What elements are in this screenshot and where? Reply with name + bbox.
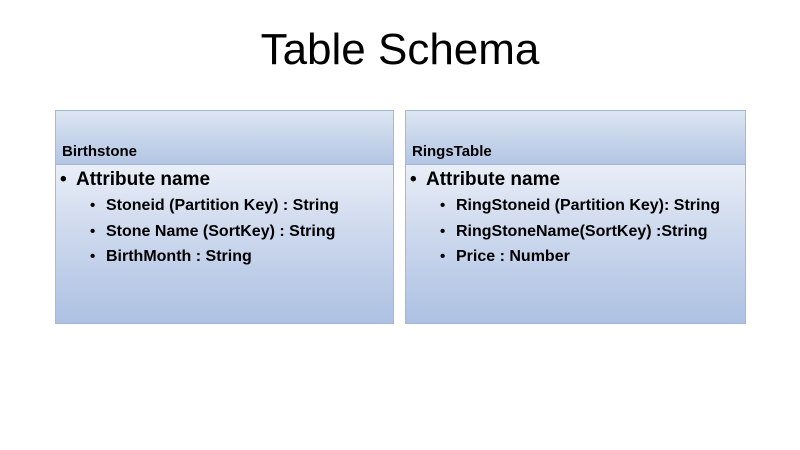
attribute-item: • RingStoneName(SortKey) :String [440,223,745,249]
bullet-icon: • [440,197,446,214]
bullet-icon: • [440,248,446,265]
attribute-heading: Attribute name [426,169,561,190]
table-header: Birthstone [56,111,393,165]
bullet-icon: • [410,169,417,190]
attribute-list: • Stoneid (Partition Key) : String • Sto… [56,197,393,274]
attribute-text: Price : Number [456,248,570,265]
attribute-item: • RingStoneid (Partition Key): String [440,197,745,223]
bullet-icon: • [60,169,67,190]
table-name: RingsTable [412,143,492,160]
attribute-heading-item: • Attribute name [410,169,745,197]
bullet-icon: • [90,197,96,214]
attribute-item: • Stoneid (Partition Key) : String [90,197,393,223]
attribute-list: • RingStoneid (Partition Key): String • … [406,197,745,274]
attribute-item: • BirthMonth : String [90,248,393,274]
table-body: • Attribute name • RingStoneid (Partitio… [406,165,745,274]
attribute-heading-item: • Attribute name [60,169,393,197]
table-name: Birthstone [62,143,137,160]
bullet-icon: • [90,222,96,240]
table-header: RingsTable [406,111,745,165]
attribute-text: RingStoneid (Partition Key): String [456,197,720,214]
table-body: • Attribute name • Stoneid (Partition Ke… [56,165,393,274]
slide-title: Table Schema [260,25,540,74]
birthstone-table-card: Birthstone • Attribute name • Stoneid (P… [55,110,394,324]
bullet-icon: • [440,222,446,240]
attribute-text: BirthMonth : String [106,248,252,265]
attribute-heading: Attribute name [76,169,211,190]
attribute-item: • Price : Number [440,248,745,274]
attribute-text: RingStoneName(SortKey) :String [456,222,708,240]
attribute-text: Stoneid (Partition Key) : String [106,197,339,214]
ringstable-table-card: RingsTable • Attribute name • RingStonei… [405,110,746,324]
attribute-item: • Stone Name (SortKey) : String [90,223,393,249]
attribute-text: Stone Name (SortKey) : String [106,222,336,240]
bullet-icon: • [90,248,96,265]
